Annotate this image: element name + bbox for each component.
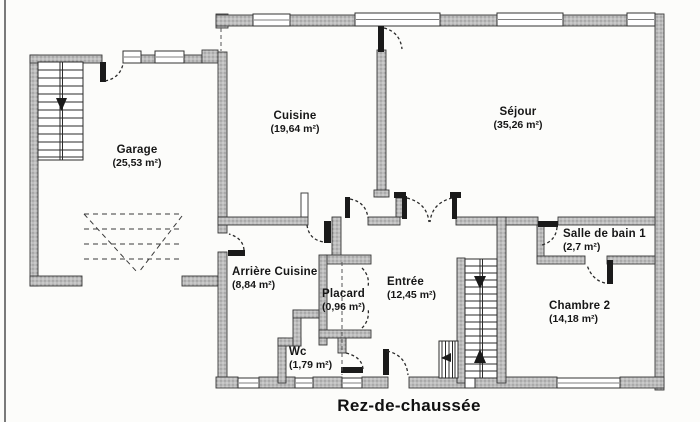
- room-area: (1,79 m²): [289, 359, 333, 372]
- room-area: (19,64 m²): [270, 123, 320, 136]
- cuisine-arriere-door-leaf: [324, 221, 331, 243]
- hall-door-leaf: [345, 197, 350, 218]
- room-area: (25,53 m²): [112, 157, 162, 170]
- floor-caption: Rez-de-chaussée: [337, 396, 481, 415]
- room-area: (2,7 m²): [563, 241, 601, 254]
- sdb-chambre-door-leaf: [607, 260, 613, 284]
- room-name: Chambre 2: [549, 300, 611, 312]
- room-label-cuisine: Cuisine (19,64 m²): [270, 110, 319, 135]
- room-label-garage: Garage (25,53 m²): [112, 144, 161, 169]
- double-door-left-leaf: [402, 196, 407, 219]
- room-name: Séjour: [499, 106, 537, 118]
- room-area: (12,45 m²): [387, 289, 437, 302]
- garage-door-marking: [83, 213, 183, 273]
- room-label-chambre-2: Chambre 2 (14,18 m²): [549, 300, 610, 325]
- room-name: Garage: [116, 144, 158, 156]
- garage-exterior-door-leaf: [100, 62, 106, 82]
- door-leaves: [100, 26, 613, 375]
- room-label-arriere-cuisine: Arrière Cuisine (8,84 m²): [232, 266, 317, 291]
- room-name: Entrée: [387, 276, 424, 288]
- door-swing-arcs: [104, 27, 606, 376]
- wc-door-leaf: [341, 367, 363, 373]
- entry-steps-arrow: [441, 353, 451, 362]
- room-label-wc: Wc (1,79 m²): [289, 346, 332, 371]
- room-area: (8,84 m²): [232, 279, 276, 292]
- garage-arriere-door-leaf: [228, 250, 245, 256]
- room-label-sejour: Séjour (35,26 m²): [493, 106, 542, 131]
- room-name: Wc: [289, 346, 307, 358]
- garage-staircase: [37, 61, 84, 161]
- cuisine-sejour-door-leaf: [378, 26, 384, 52]
- dashed-reference-lines: [220, 28, 343, 375]
- double-door-left-cap: [394, 192, 406, 198]
- room-name: Arrière Cuisine: [232, 266, 318, 278]
- window-midlines: [124, 19, 654, 384]
- room-area: (35,26 m²): [493, 119, 543, 132]
- room-area: (14,18 m²): [549, 313, 599, 326]
- garage-stairs-down-arrow: [56, 98, 67, 111]
- main-stairs-down-arrow: [474, 276, 486, 289]
- main-stairs-up-arrow: [474, 349, 486, 363]
- room-label-entree: Entrée (12,45 m²): [387, 276, 436, 301]
- double-door-right-cap: [450, 192, 461, 198]
- room-name: Placard: [322, 288, 365, 300]
- walls: [29, 13, 665, 391]
- sdb-door-leaf: [538, 221, 558, 227]
- front-door-leaf: [383, 349, 389, 375]
- room-label-salle-de-bain-1: Salle de bain 1 (2,7 m²): [563, 228, 646, 253]
- cuisine-door-light-leaf: [300, 192, 309, 218]
- room-name: Salle de bain 1: [563, 228, 646, 240]
- room-label-placard: Placard (0,96 m²): [322, 288, 365, 313]
- room-name: Cuisine: [273, 110, 317, 122]
- room-area: (0,96 m²): [322, 301, 366, 314]
- window-symbols: [122, 12, 656, 389]
- double-door-right-leaf: [452, 196, 457, 219]
